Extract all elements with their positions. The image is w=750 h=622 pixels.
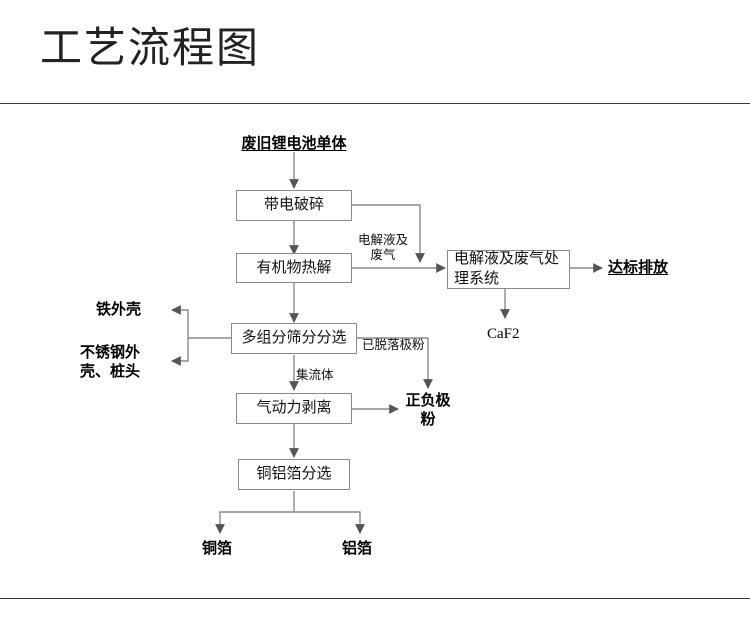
edge-label-current-collector: 集流体	[296, 368, 334, 382]
footer-divider	[0, 598, 750, 599]
node-copper-aluminum-foil-sorting[interactable]: 铜铝箔分选	[238, 459, 350, 490]
output-iron-shell: 铁外壳	[96, 302, 142, 318]
page-title: 工艺流程图	[40, 24, 261, 71]
node-multicomponent-screening[interactable]: 多组分筛分分选	[231, 323, 357, 354]
node-electrolyte-waste-gas-treatment-system[interactable]: 电解液及废气处理系统	[447, 250, 570, 289]
output-compliant-emission: 达标排放	[608, 260, 669, 276]
node-charged-crushing[interactable]: 带电破碎	[236, 190, 352, 221]
edge-label-dropped-electrode-powder: 已脱落极粉	[362, 338, 425, 352]
output-aluminum-foil: 铝箔	[342, 541, 373, 557]
start-label-waste-lithium-cell: 废旧锂电池单体	[241, 136, 347, 152]
output-cathode-anode-powder: 正负极粉	[405, 393, 451, 428]
output-copper-foil: 铜箔	[202, 541, 233, 557]
edge-label-electrolyte-and-waste-gas: 电解液及废气	[357, 233, 408, 262]
header-divider	[0, 103, 750, 104]
output-stainless-steel-shell-and-posts: 不锈钢外壳、桩头	[80, 345, 141, 380]
node-organic-pyrolysis[interactable]: 有机物热解	[236, 253, 352, 283]
node-pneumatic-stripping[interactable]: 气动力剥离	[236, 393, 352, 424]
output-caf2: CaF2	[487, 326, 520, 342]
